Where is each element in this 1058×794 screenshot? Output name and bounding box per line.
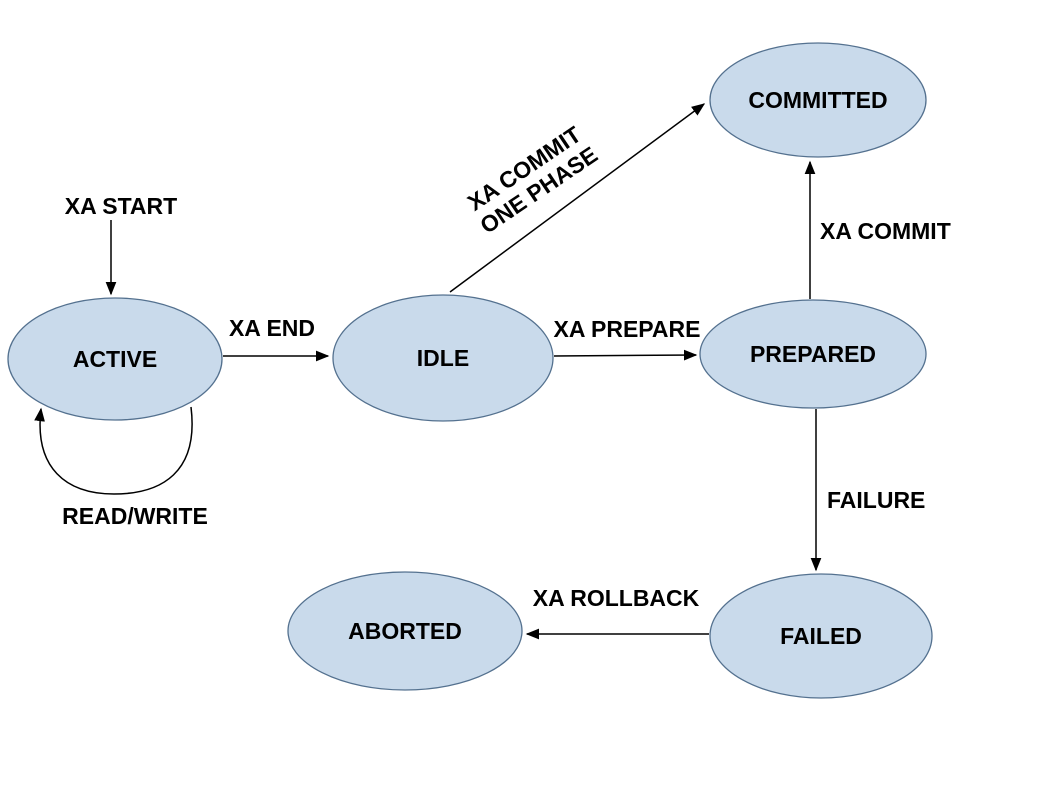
state-aborted: ABORTED — [287, 571, 523, 691]
failed-ellipse — [709, 573, 933, 699]
edge-label-xa-rollback: XA ROLLBACK — [533, 585, 700, 611]
edge-xa-prepare-arrow — [553, 349, 698, 361]
edge-label-failure: FAILURE — [827, 487, 925, 513]
edge-label-xa-commit: XA COMMIT — [820, 218, 951, 244]
state-failed: FAILED — [709, 573, 933, 699]
active-label: ACTIVE — [73, 346, 157, 372]
idle-label: IDLE — [417, 345, 469, 371]
active-ellipse — [7, 297, 223, 421]
aborted-ellipse — [287, 571, 523, 691]
edge-label-xa-start: XA START — [65, 193, 177, 219]
state-idle: IDLE — [332, 294, 554, 422]
aborted-label: ABORTED — [348, 618, 462, 644]
edge-label-xa-end: XA END — [229, 315, 315, 341]
state-committed: COMMITTED — [709, 42, 927, 158]
idle-ellipse — [332, 294, 554, 422]
prepared-ellipse — [699, 299, 927, 409]
edge-label-read-write: READ/WRITE — [62, 503, 208, 529]
committed-ellipse — [709, 42, 927, 158]
edge-label-xa-commit-one-phase: XA COMMIT ONE PHASE — [463, 121, 602, 239]
failed-label: FAILED — [780, 623, 862, 649]
state-active: ACTIVE — [7, 297, 223, 421]
edge-label-xa-prepare: XA PREPARE — [554, 316, 701, 342]
prepared-label: PREPARED — [750, 341, 876, 367]
edge-read-write-self-loop-arrow — [34, 406, 193, 495]
state-prepared: PREPARED — [699, 299, 927, 409]
edge-xa-commit-one-phase-arrow — [449, 103, 706, 293]
committed-label: COMMITTED — [748, 87, 887, 113]
